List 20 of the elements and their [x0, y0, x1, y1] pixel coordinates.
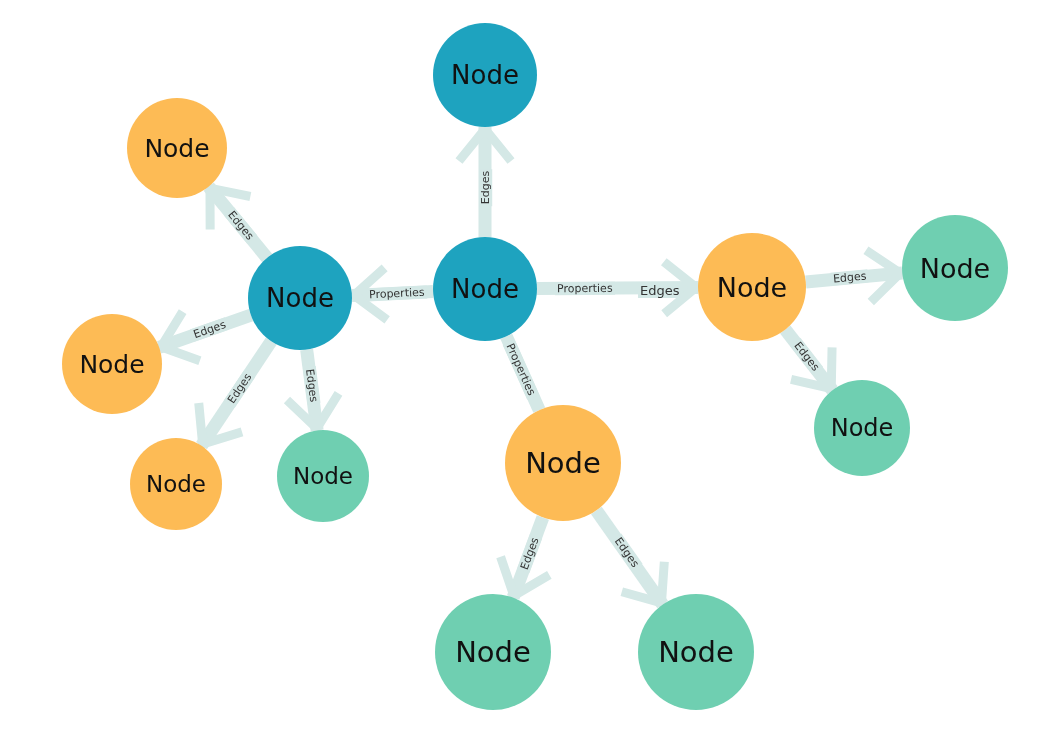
- node-label: Node: [451, 274, 519, 304]
- node-label: Node: [919, 252, 991, 284]
- node-label: Node: [144, 133, 210, 163]
- node-label: Node: [266, 283, 334, 313]
- edge-label: Edges: [190, 317, 230, 343]
- node-label: Node: [451, 60, 519, 90]
- node-label: Node: [716, 271, 788, 303]
- edge-label: Properties: [366, 285, 427, 302]
- edge-label: Edges: [517, 533, 543, 574]
- edge-label: Edges: [478, 168, 492, 207]
- node-label: Node: [79, 349, 145, 379]
- node-label: Node: [293, 463, 353, 489]
- edge-label: Properties: [555, 281, 615, 295]
- node-label: Node: [455, 635, 531, 669]
- node-label: Node: [830, 414, 894, 442]
- node-label: Node: [658, 635, 734, 669]
- edge-label: Edges: [830, 269, 869, 287]
- edge-label: Edges: [302, 366, 321, 406]
- node-label: Node: [146, 471, 206, 497]
- node-label: Node: [525, 446, 601, 480]
